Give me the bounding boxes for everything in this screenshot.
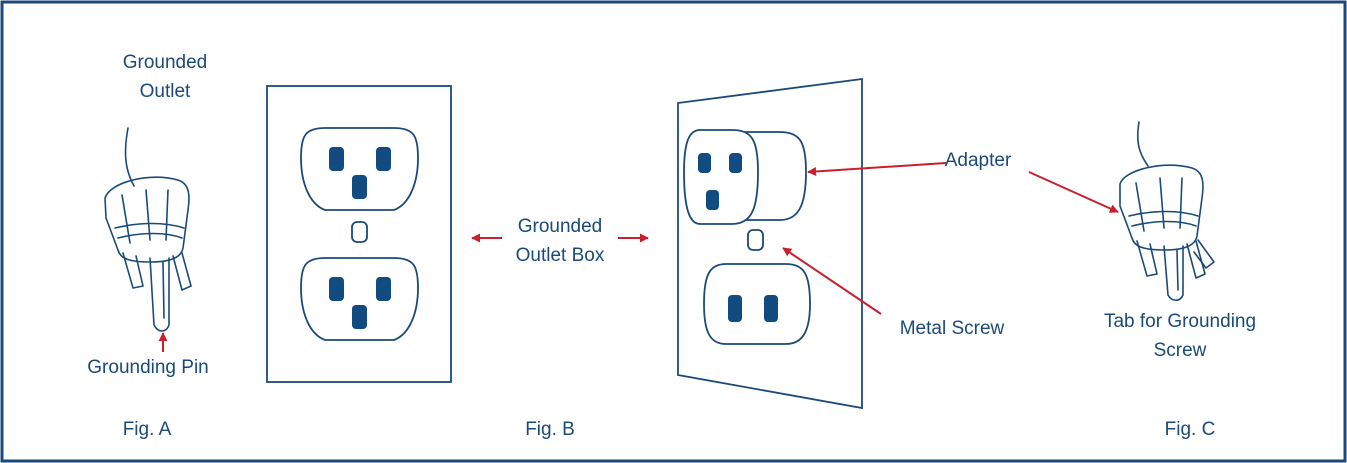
tab-label-line2: Screw [1154, 340, 1207, 361]
fig-a-caption: Fig. A [123, 419, 172, 440]
fig-c-caption: Fig. C [1165, 419, 1216, 440]
duplex-outlet-plate [266, 85, 452, 383]
metal-screw-label: Metal Screw [900, 318, 1005, 339]
grounding-pin-label: Grounding Pin [87, 357, 208, 378]
tab-label-line1: Tab for Grounding [1104, 311, 1256, 332]
grounded-outlet-label-line1: Grounded [123, 52, 208, 73]
grounded-outlet-label-line2: Outlet [140, 81, 191, 102]
adapter-label: Adapter [945, 150, 1012, 171]
metal-screw-arrow [782, 247, 882, 315]
grounded-outlet-box-label-line2: Outlet Box [516, 245, 605, 266]
adapter-outlet-plate [677, 77, 863, 410]
adapter-plug-icon [1119, 121, 1215, 302]
adapter-arrow-to-outlet [807, 162, 947, 176]
adapter-arrow-to-plug [1028, 171, 1119, 213]
plug-icon [104, 127, 192, 332]
fig-b-caption: Fig. B [525, 419, 575, 440]
grounded-outlet-box-label-line1: Grounded [518, 216, 603, 237]
